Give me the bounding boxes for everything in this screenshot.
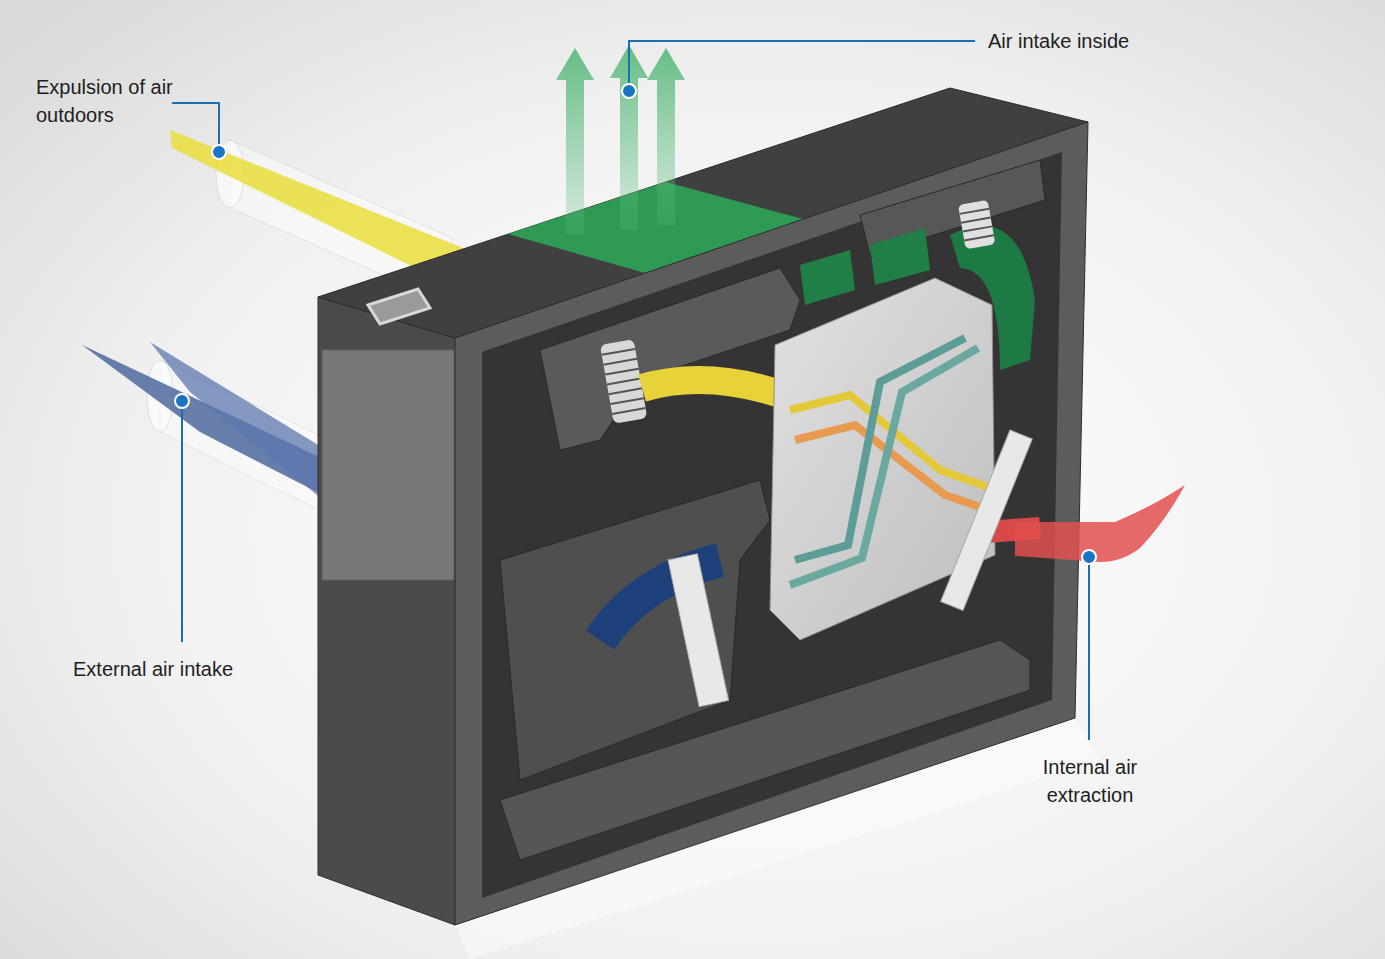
supply-channel [870, 228, 930, 285]
fan-blades [602, 349, 646, 414]
callout-label: External air intake [73, 655, 333, 683]
leader-line [172, 103, 219, 145]
callout-label: Internal air extraction [1025, 753, 1155, 809]
filter [668, 554, 729, 707]
fan-wheel [958, 200, 995, 250]
filter [941, 430, 1033, 611]
leader-dot [1082, 550, 1096, 564]
leader-dot [212, 145, 226, 159]
callout-anchor: External air intake [73, 655, 333, 683]
leader-line [629, 41, 975, 84]
callout-anchor: Expulsion of air outdoors [36, 73, 176, 129]
supply-arrows [556, 45, 685, 235]
supply-arrow [556, 48, 594, 235]
supply-arrow [647, 48, 685, 225]
housing-cavity [482, 152, 1062, 898]
fan-blades [960, 209, 994, 241]
leader-dots [175, 84, 1096, 564]
callout-anchor: Internal air extraction [1025, 753, 1155, 809]
callout-label: Air intake inside [988, 27, 1248, 55]
leader-dot [622, 84, 636, 98]
inner-wall [540, 268, 800, 450]
leader-line [1088, 564, 1090, 740]
supply-path [795, 338, 965, 560]
leader-line [181, 408, 183, 642]
exhaust-flow [642, 380, 792, 398]
inner-wall [500, 640, 1030, 860]
exhaust-port [368, 289, 430, 324]
leader-dot [175, 394, 189, 408]
callout-anchor: Air intake inside [988, 27, 1248, 55]
supply-channel [800, 250, 855, 305]
leaders [172, 41, 1089, 740]
housing-side [318, 297, 455, 925]
extract-arrow [1015, 485, 1185, 562]
housing-front [455, 122, 1088, 925]
fan [958, 200, 995, 250]
filter-housing [322, 350, 454, 580]
callout-label: Expulsion of air outdoors [36, 73, 176, 129]
